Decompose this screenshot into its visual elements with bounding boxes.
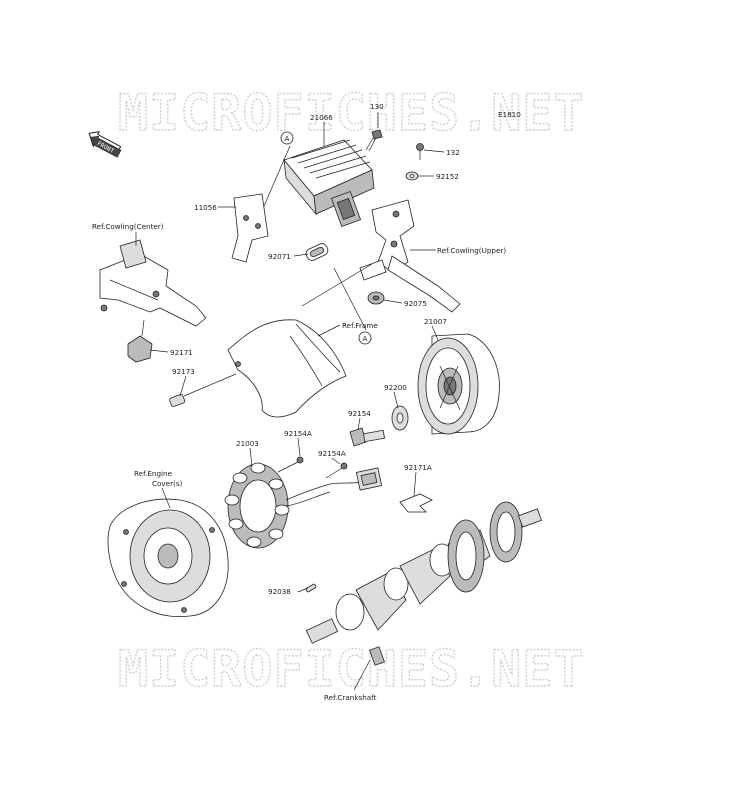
reference-marker-a-top: A [280, 131, 294, 145]
leader-lines [135, 112, 445, 691]
bolt-132 [416, 143, 424, 160]
label-92154a-left: 92154A [284, 429, 312, 438]
label-92152: 92152 [436, 172, 459, 181]
washer-92152 [405, 171, 419, 181]
watermark-bottom: MICROFICHES.NET [118, 640, 585, 698]
label-92154a-right: 92154A [318, 449, 346, 458]
label-21066: 21066 [310, 113, 333, 122]
front-arrow-icon: FRONT [88, 131, 122, 158]
damper-92075 [367, 291, 385, 305]
label-92038: 92038 [268, 587, 291, 596]
label-92071: 92071 [268, 252, 291, 261]
stator-21003 [224, 462, 363, 549]
label-92200: 92200 [384, 383, 407, 392]
label-92173: 92173 [172, 367, 195, 376]
bolt-130 [365, 129, 383, 152]
label-132: 132 [446, 148, 460, 157]
regulator-rectifier [283, 139, 375, 228]
bolt-92154a-left [277, 456, 304, 473]
figure-code: E1810 [498, 110, 521, 119]
clamp-92171a [399, 493, 433, 513]
reference-marker-a-bottom: A [358, 331, 372, 345]
label-ref-cowling-center: Ref.Cowling(Center) [92, 222, 164, 231]
label-92171a: 92171A [404, 463, 432, 472]
label-ref-crankshaft: Ref.Crankshaft [324, 693, 377, 702]
label-21007: 21007 [424, 317, 447, 326]
label-ref-cowling-upper: Ref.Cowling(Upper) [437, 246, 506, 255]
svg-text:A: A [363, 334, 368, 343]
label-92171: 92171 [170, 348, 193, 357]
ref-line [333, 267, 367, 331]
label-21003: 21003 [236, 439, 259, 448]
cowling-upper-bracket [359, 199, 461, 313]
bracket-11056 [231, 193, 269, 263]
cowling-center-bracket [99, 239, 207, 327]
svg-text:A: A [285, 134, 290, 143]
label-92075: 92075 [404, 299, 427, 308]
engine-cover-reference [107, 498, 229, 618]
rotor-21007 [417, 333, 500, 435]
clamp-92171 [127, 319, 153, 363]
bolt-92154a-right [325, 462, 348, 479]
label-11056: 11056 [194, 203, 217, 212]
crankshaft-reference [305, 501, 542, 666]
washer-92200 [391, 405, 409, 431]
key-92038 [305, 583, 317, 593]
ref-line [263, 145, 291, 207]
label-130: 130 [370, 102, 384, 111]
label-92154: 92154 [348, 409, 371, 418]
plug-92173 [169, 373, 237, 407]
label-ref-frame: Ref.Frame [342, 321, 378, 330]
bolt-92154 [349, 427, 386, 447]
grommet-92071 [305, 243, 329, 261]
ref-line [301, 263, 373, 307]
label-ref-engine-covers: Cover(s) [152, 479, 183, 488]
watermark-top: MICROFICHES.NET [118, 84, 585, 142]
label-ref-engine: Ref.Engine [134, 469, 173, 478]
stator-connector [355, 467, 383, 491]
frame-reference [227, 319, 347, 418]
